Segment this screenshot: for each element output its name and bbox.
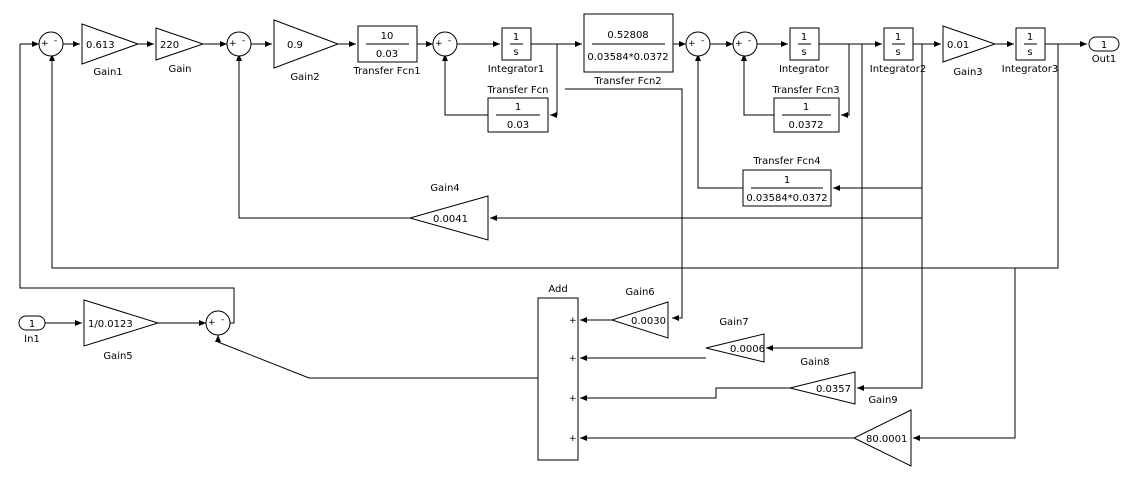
gain2-label: Gain2: [290, 72, 319, 83]
integrator2-block[interactable]: 1 s Integrator2: [870, 27, 926, 75]
svg-text:0.03584*0.0372: 0.03584*0.0372: [587, 52, 668, 63]
gain7-label: Gain7: [719, 317, 748, 328]
gain1-label: Gain1: [93, 67, 122, 78]
svg-text:1: 1: [895, 32, 901, 43]
svg-text:-: -: [242, 36, 245, 46]
add-label: Add: [548, 284, 567, 295]
svg-text:1: 1: [784, 175, 790, 186]
gain-block[interactable]: 220 Gain: [155, 27, 205, 75]
svg-text:1: 1: [1027, 32, 1033, 43]
gain9-value: 80.0001: [866, 434, 907, 445]
gain7-value: 0.0006: [730, 344, 765, 355]
svg-text:1: 1: [803, 102, 809, 113]
gain9-block[interactable]: 80.0001 Gain9: [852, 395, 912, 467]
svg-text:1: 1: [1101, 40, 1107, 51]
svg-text:+: +: [735, 39, 743, 49]
gain2-value: 0.9: [287, 40, 303, 51]
integrator3-block[interactable]: 1 s Integrator3: [1002, 27, 1058, 75]
gain9-label: Gain9: [868, 395, 897, 406]
svg-text:+: +: [229, 39, 237, 49]
integrator2-label: Integrator2: [870, 64, 926, 75]
gain8-block[interactable]: 0.0357 Gain8: [789, 357, 856, 405]
svg-text:-: -: [221, 315, 224, 325]
gain6-label: Gain6: [625, 287, 654, 298]
svg-text:1: 1: [513, 32, 519, 43]
svg-text:+: +: [41, 39, 49, 49]
gain6-block[interactable]: 0.0030 Gain6: [610, 287, 669, 339]
gain3-value: 0.01: [947, 40, 969, 51]
svg-text:-: -: [701, 36, 704, 46]
sum-junction[interactable]: + -: [205, 310, 231, 336]
transfer-fcn2-block[interactable]: 0.52808 0.03584*0.0372 Transfer Fcn2: [583, 13, 674, 87]
svg-text:0.03: 0.03: [376, 49, 398, 60]
gain2-block[interactable]: 0.9 Gain2: [273, 19, 340, 83]
transfer-fcn4-label: Transfer Fcn4: [752, 156, 820, 167]
in1-label: In1: [24, 334, 40, 345]
integrator-block[interactable]: 1 s Integrator: [779, 27, 830, 75]
sum-junction[interactable]: + -: [226, 31, 252, 57]
transfer-fcn4-block[interactable]: 1 0.03584*0.0372 Transfer Fcn4: [742, 156, 832, 207]
gain3-label: Gain3: [953, 67, 982, 78]
svg-text:s: s: [895, 47, 900, 58]
svg-text:-: -: [448, 36, 451, 46]
svg-text:+: +: [569, 434, 577, 444]
gain1-block[interactable]: 0.613 Gain1: [81, 23, 140, 78]
integrator1-block[interactable]: 1 s Integrator1: [488, 27, 544, 75]
svg-text:+: +: [435, 39, 443, 49]
out1-port[interactable]: 1 Out1: [1088, 36, 1120, 65]
out1-label: Out1: [1092, 54, 1117, 65]
integrator1-label: Integrator1: [488, 64, 544, 75]
svg-text:1: 1: [515, 102, 521, 113]
transfer-fcn-label: Transfer Fcn: [487, 85, 549, 96]
svg-text:10: 10: [381, 31, 394, 42]
gain6-value: 0.0030: [631, 316, 666, 327]
integrator3-label: Integrator3: [1002, 64, 1058, 75]
svg-text:0.0372: 0.0372: [789, 120, 824, 131]
gain8-value: 0.0357: [816, 384, 851, 395]
in1-port[interactable]: 1 In1: [18, 315, 46, 345]
gain7-block[interactable]: 0.0006 Gain7: [705, 317, 765, 363]
gain-value: 220: [160, 40, 179, 51]
gain5-block[interactable]: 1/0.0123 Gain5: [83, 299, 160, 362]
svg-text:s: s: [801, 47, 806, 58]
sum-junction[interactable]: + -: [732, 31, 758, 57]
transfer-fcn2-label: Transfer Fcn2: [593, 76, 661, 87]
gain1-value: 0.613: [86, 40, 115, 51]
gain-label: Gain: [169, 64, 192, 75]
transfer-fcn1-label: Transfer Fcn1: [352, 66, 420, 77]
svg-text:+: +: [569, 316, 577, 326]
sum-junction[interactable]: + -: [38, 31, 64, 57]
svg-text:-: -: [54, 36, 57, 46]
integrator-label: Integrator: [779, 64, 830, 75]
sum-junction[interactable]: + -: [432, 31, 458, 57]
transfer-fcn3-block[interactable]: 1 0.0372 Transfer Fcn3: [771, 85, 840, 133]
svg-text:+: +: [569, 394, 577, 404]
transfer-fcn3-label: Transfer Fcn3: [771, 85, 839, 96]
svg-text:1: 1: [801, 32, 807, 43]
svg-text:-: -: [748, 36, 751, 46]
svg-text:0.03584*0.0372: 0.03584*0.0372: [746, 193, 827, 204]
gain5-label: Gain5: [103, 351, 132, 362]
add-block[interactable]: Add + + + +: [537, 284, 579, 461]
gain3-block[interactable]: 0.01 Gain3: [942, 25, 997, 78]
sum-junction[interactable]: + -: [685, 31, 711, 57]
svg-text:0.52808: 0.52808: [607, 30, 648, 41]
gain5-value: 1/0.0123: [88, 319, 133, 330]
svg-text:s: s: [513, 47, 518, 58]
svg-text:+: +: [208, 318, 216, 328]
svg-text:s: s: [1027, 47, 1032, 58]
gain4-value: 0.0041: [433, 214, 468, 225]
svg-text:0.03: 0.03: [507, 120, 529, 131]
gain8-label: Gain8: [800, 357, 829, 368]
svg-text:+: +: [569, 354, 577, 364]
signal-wires: [19, 41, 1087, 441]
transfer-fcn1-block[interactable]: 10 0.03 Transfer Fcn1: [352, 25, 421, 77]
gain4-label: Gain4: [430, 183, 459, 194]
transfer-fcn-block[interactable]: 1 0.03 Transfer Fcn: [487, 85, 549, 133]
svg-text:+: +: [688, 39, 696, 49]
gain4-block[interactable]: 0.0041 Gain4: [408, 183, 489, 241]
svg-text:1: 1: [29, 319, 35, 330]
